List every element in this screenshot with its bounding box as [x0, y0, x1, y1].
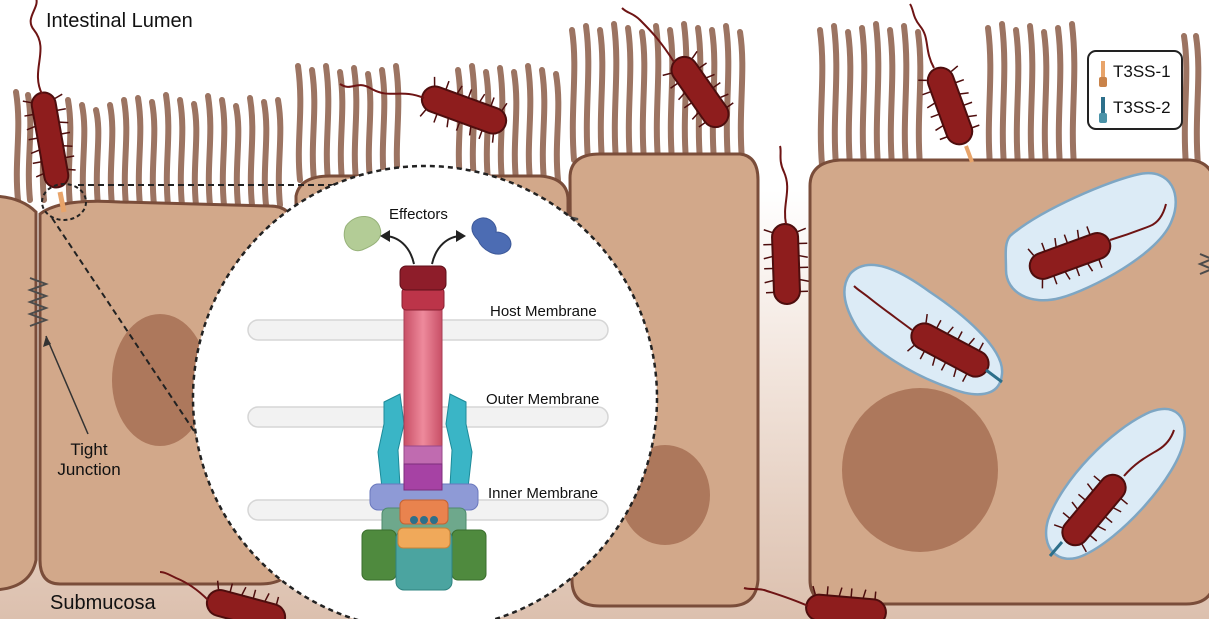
- atpase: [398, 528, 450, 548]
- tight-junction-label-line1: Tight: [44, 440, 134, 460]
- tip-complex-cap: [400, 266, 446, 290]
- cytoplasmic-ring-left: [362, 530, 396, 580]
- legend: T3SS-1 T3SS-2: [1087, 50, 1183, 130]
- inner-membrane-label: Inner Membrane: [488, 485, 598, 502]
- tip-complex: [402, 288, 444, 310]
- effectors-label: Effectors: [389, 206, 448, 223]
- nucleus: [842, 388, 998, 552]
- needle: [404, 300, 442, 450]
- inner-rod: [404, 446, 442, 466]
- legend-label-t3ss-2: T3SS-2: [1113, 98, 1171, 118]
- outer-membrane-label: Outer Membrane: [486, 391, 599, 408]
- cytoplasmic-ring-right: [452, 530, 486, 580]
- tight-junction-label-line2: Junction: [44, 460, 134, 480]
- intestinal-lumen-label: Intestinal Lumen: [46, 10, 193, 33]
- inner-rod: [404, 464, 442, 490]
- tight-junction-label: Tight Junction: [44, 440, 134, 479]
- t3ss-1-needle-icon: [1097, 59, 1109, 89]
- host-membrane-label: Host Membrane: [490, 303, 597, 320]
- t3ss-2-needle-icon: [1097, 95, 1109, 125]
- submucosa-label: Submucosa: [50, 592, 156, 615]
- legend-label-t3ss-1: T3SS-1: [1113, 62, 1171, 82]
- legend-item-t3ss-1: T3SS-1: [1089, 56, 1185, 88]
- legend-item-t3ss-2: T3SS-2: [1089, 92, 1185, 124]
